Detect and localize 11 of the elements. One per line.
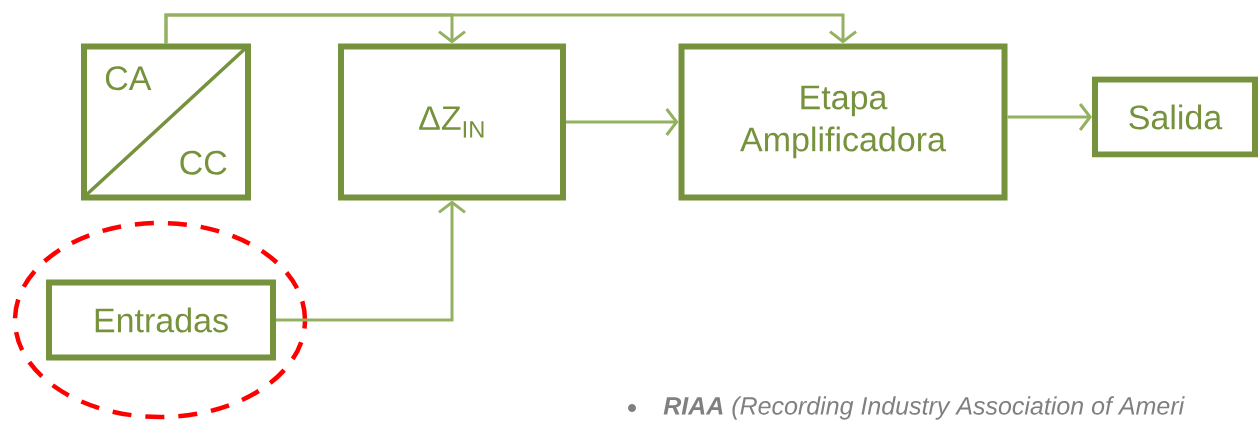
- converter-box: CA CC: [81, 43, 251, 201]
- process-box: Entradas: [46, 279, 276, 361]
- arrow: [1007, 103, 1092, 131]
- arrow: [566, 108, 679, 136]
- process-box: Salida: [1092, 76, 1258, 158]
- arrow: [164, 13, 857, 44]
- arrow: [276, 200, 466, 322]
- note-text: RIAA (Recording Industry Association of Ameri: [663, 396, 1185, 420]
- process-box: Etapa Amplificadora: [678, 43, 1008, 201]
- ellipse-outline: [12, 220, 308, 420]
- process-box: ΔZ$_{IN}$: [338, 43, 566, 201]
